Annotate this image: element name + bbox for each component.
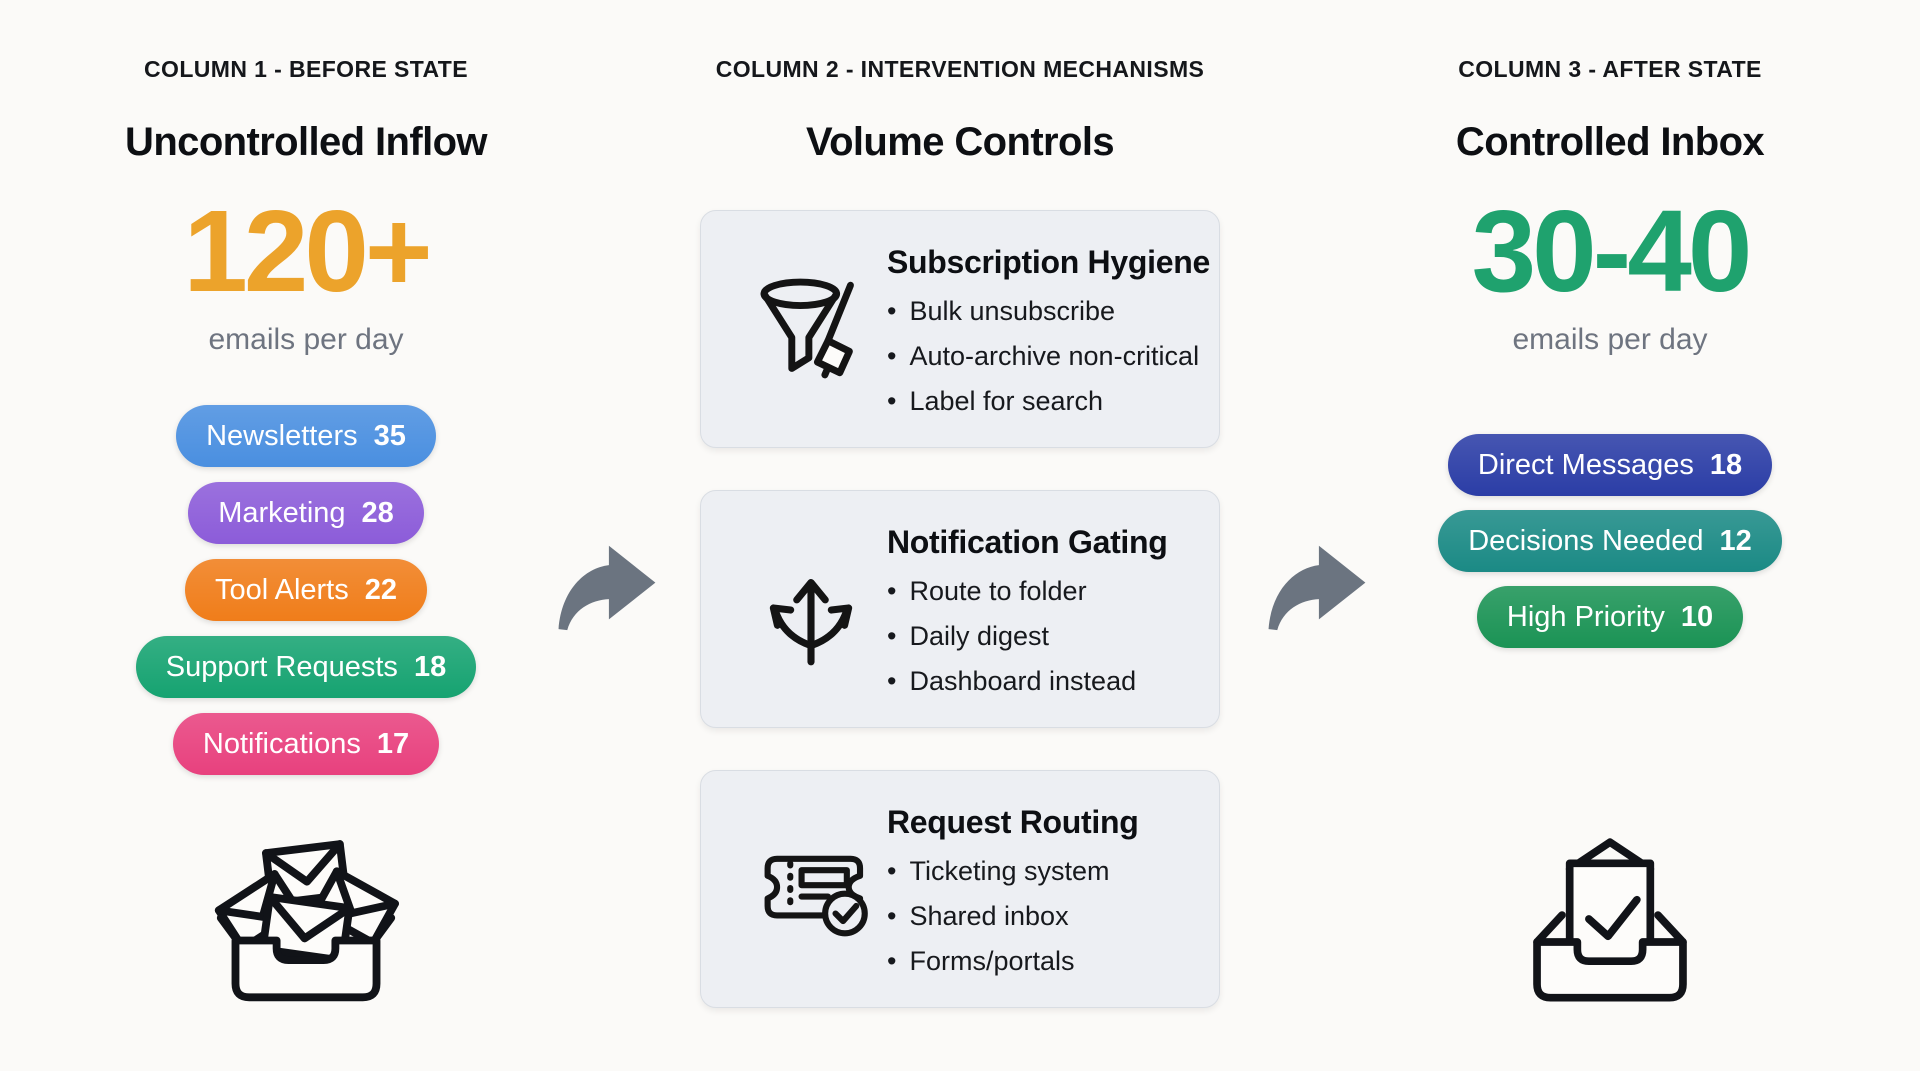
intervention-cards: Subscription Hygiene Bulk unsubscribe Au… — [700, 210, 1220, 1008]
pill-count: 17 — [376, 727, 410, 760]
bullet-item: Label for search — [887, 379, 1219, 424]
pill-label: Tool Alerts — [214, 573, 349, 606]
pill-newsletters: Newsletters 35 — [176, 405, 436, 467]
card-body: Notification Gating Route to folder Dail… — [887, 491, 1219, 727]
card-body: Request Routing Ticketing system Shared … — [887, 771, 1219, 1007]
column1-title: Uncontrolled Inflow — [125, 120, 488, 164]
pill-count: 18 — [1709, 448, 1743, 481]
pill-count: 10 — [1680, 600, 1714, 633]
column2-title: Volume Controls — [805, 120, 1115, 164]
card-bullets: Bulk unsubscribe Auto-archive non-critic… — [887, 289, 1219, 424]
overflowing-inbox-icon — [208, 821, 404, 1016]
before-pills: Newsletters 35 Marketing 28 Tool Alerts … — [135, 405, 477, 775]
column-before-state: COLUMN 1 - BEFORE STATE Uncontrolled Inf… — [0, 0, 612, 1016]
column3-title: Controlled Inbox — [1455, 120, 1765, 164]
column3-metric-caption: emails per day — [1512, 323, 1708, 356]
column3-eyebrow: COLUMN 3 - AFTER STATE — [1458, 56, 1762, 82]
flow-arrow-shape — [558, 545, 656, 631]
pill-label: Decisions Needed — [1468, 524, 1704, 557]
pill-count: 28 — [361, 496, 394, 529]
column1-metric: 120+ — [183, 186, 432, 316]
pill-count: 12 — [1719, 524, 1752, 557]
card-request-routing: Request Routing Ticketing system Shared … — [700, 770, 1220, 1008]
card-bullets: Route to folder Daily digest Dashboard i… — [887, 569, 1219, 704]
card-bullets: Ticketing system Shared inbox Forms/port… — [887, 849, 1219, 984]
card-title: Request Routing — [887, 804, 1139, 840]
pill-direct-messages: Direct Messages 18 — [1447, 434, 1773, 496]
bullet-item: Daily digest — [887, 614, 1219, 659]
bullet-item: Forms/portals — [887, 939, 1219, 984]
pill-label: Support Requests — [165, 650, 398, 683]
column-intervention-mechanisms: COLUMN 2 - INTERVENTION MECHANISMS Volum… — [646, 0, 1274, 1008]
funnel-broom-icon — [735, 211, 887, 447]
pill-label: High Priority — [1506, 600, 1665, 633]
flow-arrow-icon — [1268, 545, 1366, 631]
branching-arrows-icon — [735, 491, 887, 727]
card-notification-gating: Notification Gating Route to folder Dail… — [700, 490, 1220, 728]
bullet-item: Shared inbox — [887, 894, 1219, 939]
pill-label: Notifications — [202, 727, 361, 760]
bullet-item: Route to folder — [887, 569, 1219, 614]
column1-eyebrow: COLUMN 1 - BEFORE STATE — [144, 56, 468, 82]
pill-support-requests: Support Requests 18 — [135, 636, 477, 698]
column1-metric-caption: emails per day — [208, 323, 404, 356]
pill-high-priority: High Priority 10 — [1476, 586, 1744, 648]
bullet-item: Bulk unsubscribe — [887, 289, 1219, 334]
bullet-item: Dashboard instead — [887, 659, 1219, 704]
after-pills: Direct Messages 18 Decisions Needed 12 H… — [1438, 434, 1782, 648]
pill-label: Newsletters — [206, 419, 358, 452]
ticket-check-icon — [735, 771, 887, 1007]
flow-arrow-shape — [1268, 545, 1366, 631]
card-subscription-hygiene: Subscription Hygiene Bulk unsubscribe Au… — [700, 210, 1220, 448]
column2-eyebrow: COLUMN 2 - INTERVENTION MECHANISMS — [715, 56, 1205, 82]
column3-metric: 30-40 — [1471, 186, 1753, 316]
pill-notifications: Notifications 17 — [172, 713, 440, 775]
pill-label: Marketing — [218, 496, 346, 529]
bullet-item: Ticketing system — [887, 849, 1219, 894]
checked-inbox-icon — [1514, 824, 1706, 1017]
column-after-state: COLUMN 3 - AFTER STATE Controlled Inbox … — [1300, 0, 1920, 1017]
pill-marketing: Marketing 28 — [188, 482, 424, 544]
bullet-item: Auto-archive non-critical — [887, 334, 1219, 379]
pill-count: 18 — [413, 650, 447, 683]
pill-count: 35 — [373, 419, 406, 452]
pill-tool-alerts: Tool Alerts 22 — [184, 559, 428, 621]
pill-count: 22 — [364, 573, 398, 606]
pill-label: Direct Messages — [1477, 448, 1694, 481]
card-title: Subscription Hygiene — [887, 244, 1210, 280]
card-body: Subscription Hygiene Bulk unsubscribe Au… — [887, 211, 1219, 447]
pill-decisions-needed: Decisions Needed 12 — [1438, 510, 1782, 572]
flow-arrow-icon — [558, 545, 656, 631]
card-title: Notification Gating — [887, 524, 1168, 560]
